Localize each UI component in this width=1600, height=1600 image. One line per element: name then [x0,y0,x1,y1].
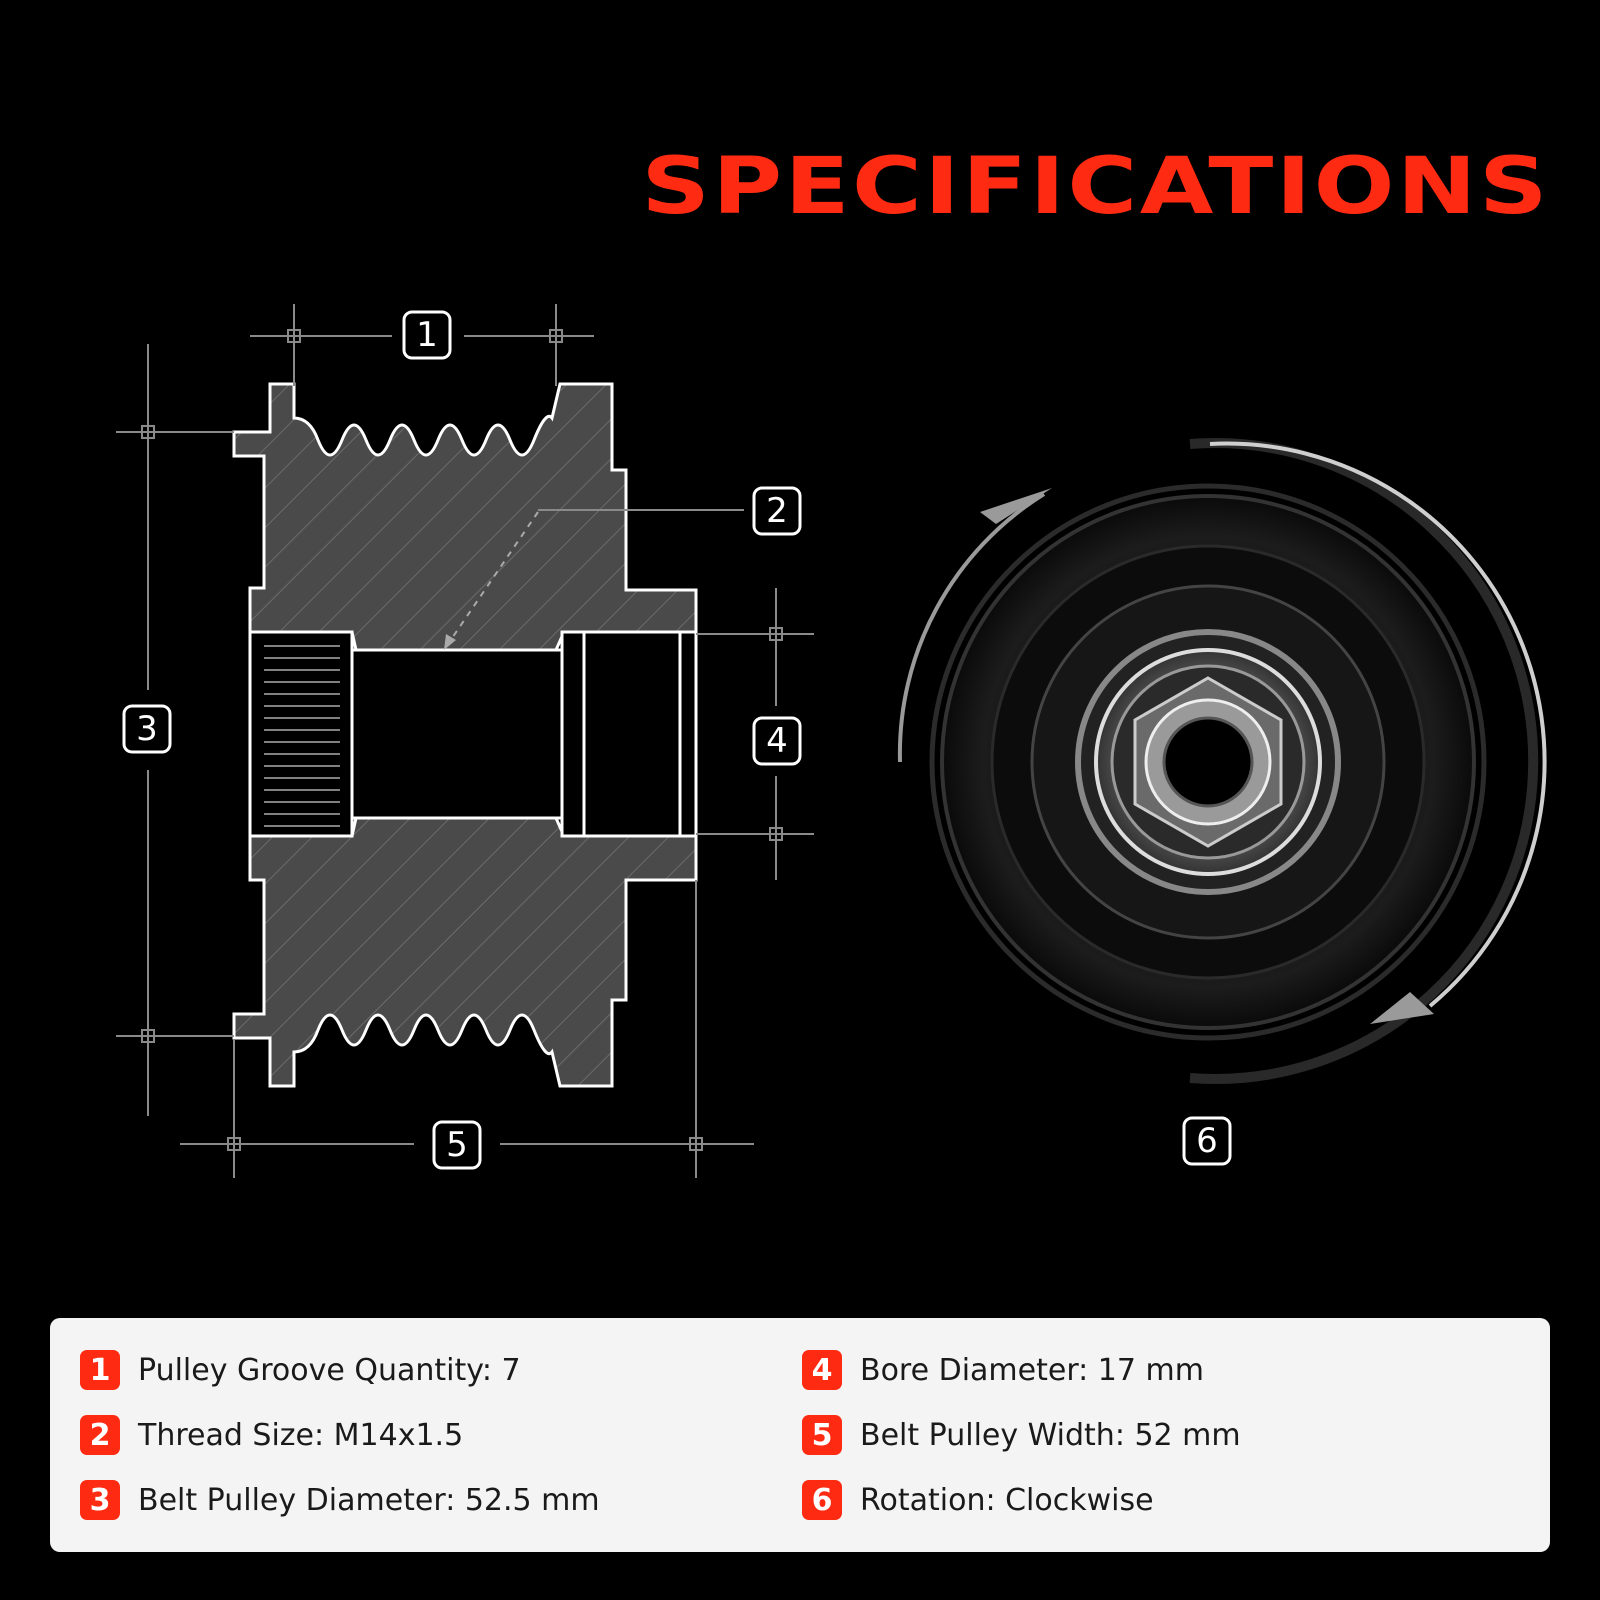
spec-text: Thread Size: M14x1.5 [138,1417,464,1453]
spec-text: Belt Pulley Width: 52 mm [860,1417,1241,1453]
counterbore [560,630,698,838]
spec-row-4: 4 Bore Diameter: 17 mm [802,1348,1204,1392]
callout-5: 5 [432,1120,482,1170]
spec-text: Rotation: Clockwise [860,1482,1154,1518]
callout-6-label: 6 [1196,1121,1218,1161]
page-title: SPECIFICATIONS [641,142,1550,232]
callout-2-label: 2 [766,491,788,531]
spec-row-1: 1 Pulley Groove Quantity: 7 [80,1348,521,1392]
spec-badge: 1 [80,1350,120,1390]
spec-badge: 2 [80,1415,120,1455]
callout-3-label: 3 [136,709,158,749]
threaded-bore [350,648,564,820]
arrow-head-top [980,488,1052,524]
callout-1: 1 [402,310,452,360]
dimension-lines [116,304,814,1178]
callout-3: 3 [122,704,172,754]
pulley-section-lower [232,816,698,1088]
cross-section [232,382,698,1088]
rotation-arrow-left [897,492,1046,763]
spec-row-3: 3 Belt Pulley Diameter: 52.5 mm [80,1478,600,1522]
spec-row-2: 2 Thread Size: M14x1.5 [80,1413,463,1457]
rotation-arrow-track [1189,438,1539,1084]
callout-4: 4 [752,716,802,766]
specs-card: 1 Pulley Groove Quantity: 7 2 Thread Siz… [50,1318,1550,1552]
spec-badge: 5 [802,1415,842,1455]
callout-1-label: 1 [416,315,438,355]
spec-text: Pulley Groove Quantity: 7 [138,1352,521,1388]
thread-leader [447,511,539,645]
spec-text: Belt Pulley Diameter: 52.5 mm [138,1482,600,1518]
rotation-arrow-right [1209,441,1547,1008]
spec-badge: 3 [80,1480,120,1520]
callout-2: 2 [752,486,802,536]
callout-4-label: 4 [766,721,788,761]
pulley-section-upper [232,382,698,652]
spec-badge: 6 [802,1480,842,1520]
arrow-head-bottom [1370,992,1434,1024]
spline-bore [248,630,354,838]
spec-text: Bore Diameter: 17 mm [860,1352,1204,1388]
callout-6: 6 [1182,1116,1232,1166]
pulley-front-view [897,438,1547,1084]
spec-row-5: 5 Belt Pulley Width: 52 mm [802,1413,1241,1457]
pulley-diagram: 1 2 3 4 5 6 [116,304,1547,1178]
center-bore [1162,716,1254,808]
callout-5-label: 5 [446,1125,468,1165]
spec-badge: 4 [802,1350,842,1390]
spec-row-6: 6 Rotation: Clockwise [802,1478,1154,1522]
